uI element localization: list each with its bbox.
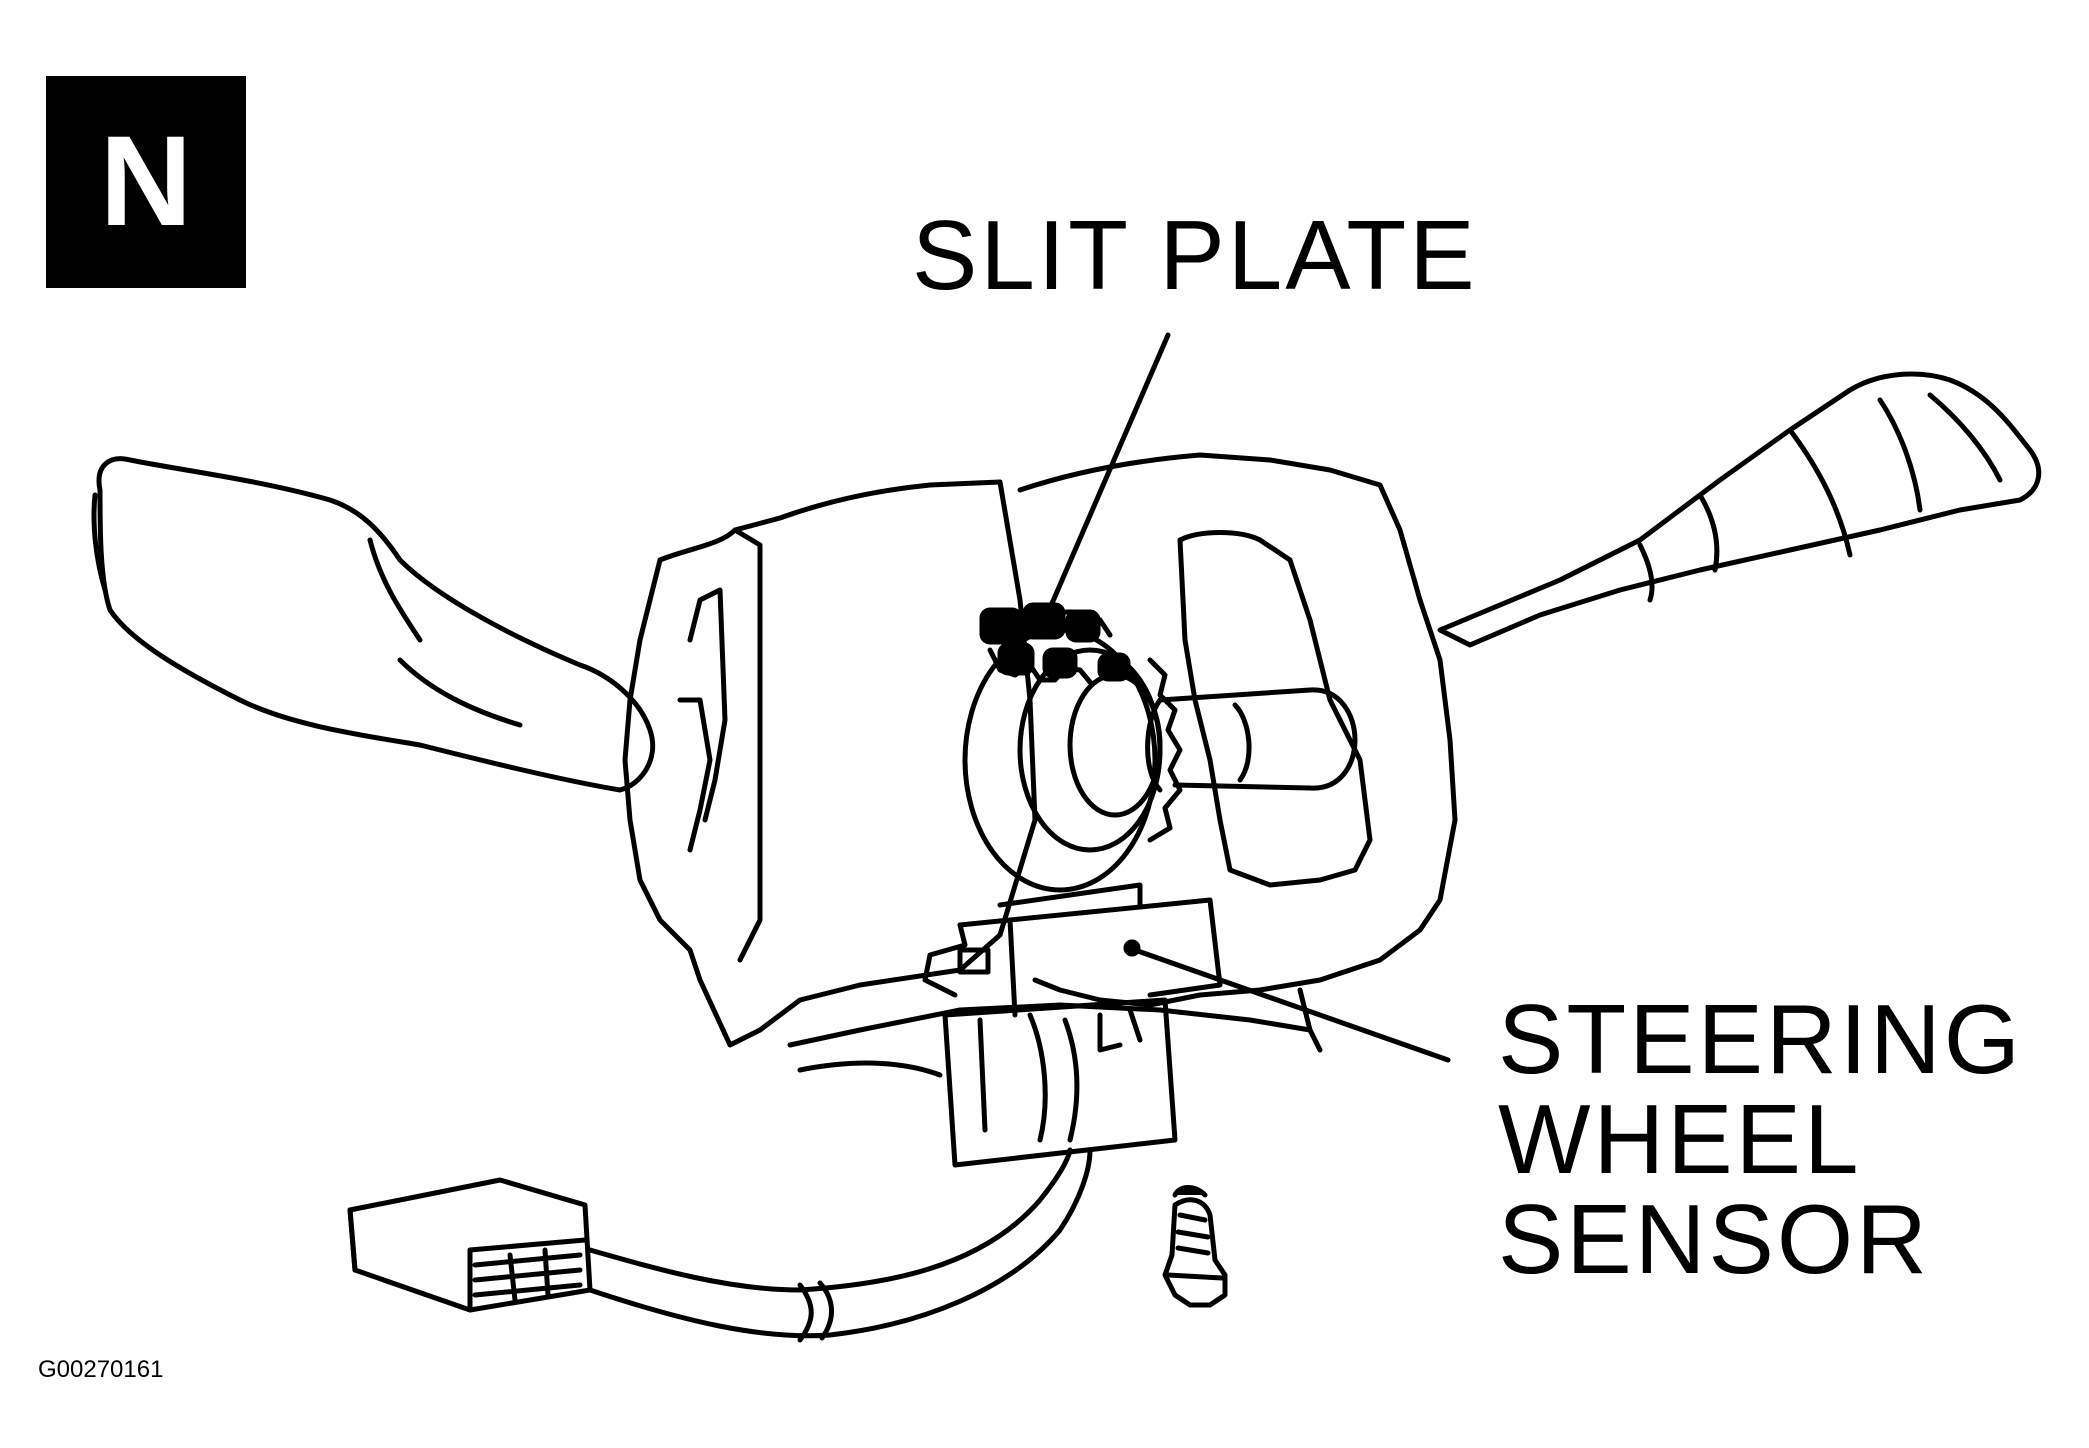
steering-wheel-sensor-label-line-3: SENSOR	[1498, 1184, 1930, 1294]
steering-wheel-sensor	[922, 882, 1223, 1168]
steering-shaft	[1145, 687, 1358, 793]
steering-wheel-sensor-label-line-2: WHEEL	[1498, 1084, 1862, 1194]
leader-lines	[1047, 332, 1451, 1063]
screw	[1162, 1185, 1228, 1308]
steering-wheel-sensor-label: STEERING WHEEL SENSOR	[1498, 990, 2023, 1290]
figure-letter-badge: N	[46, 76, 246, 288]
steering-wheel-sensor-label-line-1: STEERING	[1498, 984, 2023, 1094]
steering-wheel-sensor-leader	[1132, 947, 1451, 1063]
connector	[347, 1147, 1093, 1343]
figure-letter: N	[99, 110, 193, 253]
left-lever	[91, 456, 656, 793]
slit-plate	[962, 602, 1183, 893]
combination-switch-body	[622, 452, 1458, 1078]
right-lever	[1437, 371, 2042, 648]
figure-code: G00270161	[38, 1356, 164, 1383]
slit-plate-leader	[1047, 332, 1171, 611]
slit-plate-label: SLIT PLATE	[912, 200, 1478, 310]
